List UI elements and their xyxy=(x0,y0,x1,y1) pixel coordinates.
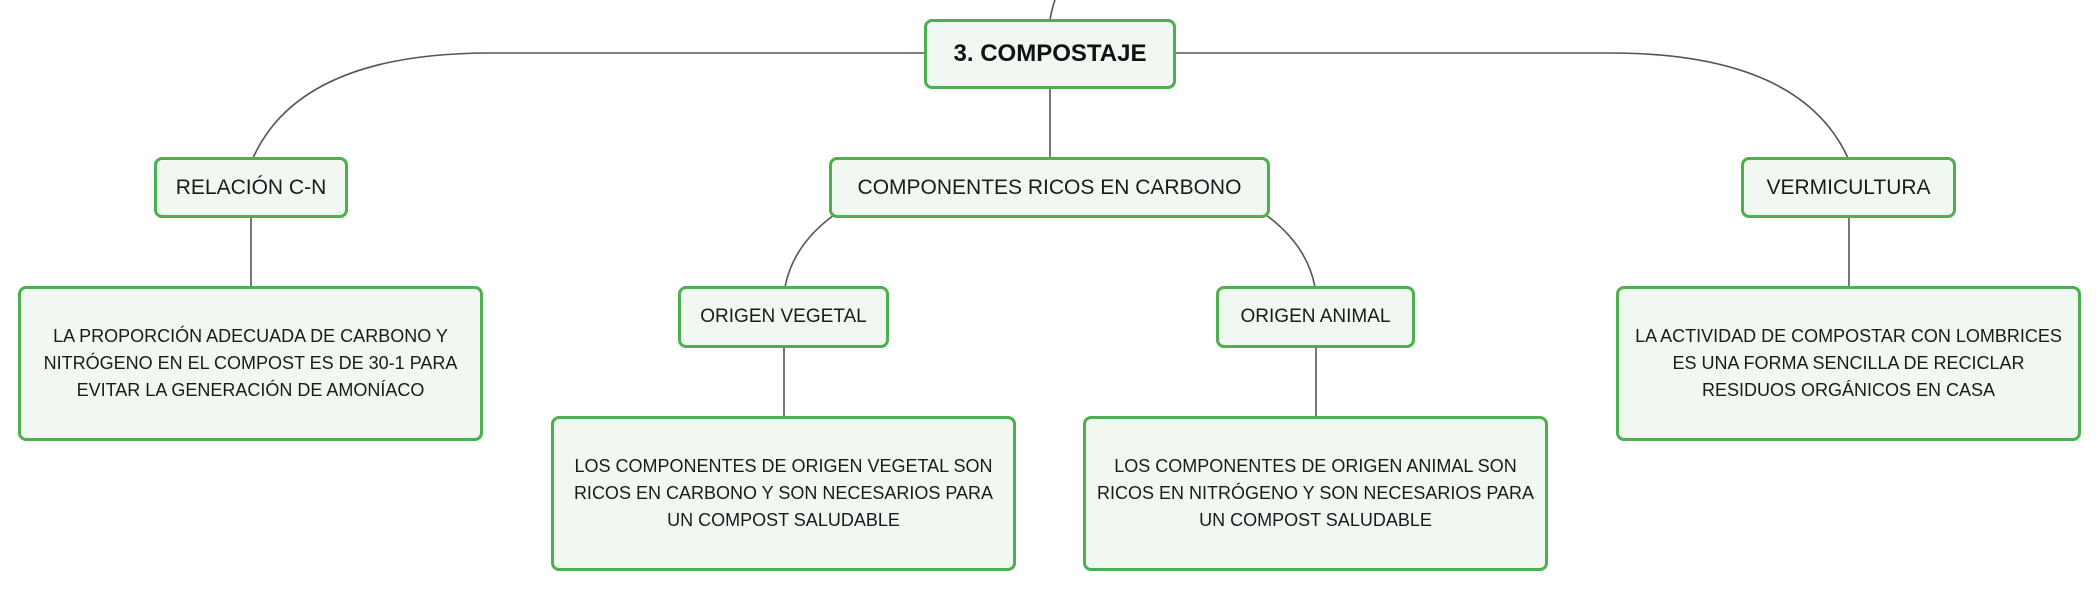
vermicultura-label: VERMICULTURA xyxy=(1766,175,1931,199)
origen-vegetal-label: ORIGEN VEGETAL xyxy=(700,306,867,327)
root-node[interactable]: 3. COMPOSTAJE xyxy=(924,19,1176,89)
relacion-description: LA PROPORCIÓN ADECUADA DE CARBONO Y NITR… xyxy=(43,326,458,400)
node-origen-animal[interactable]: ORIGEN ANIMAL xyxy=(1216,286,1415,348)
node-relacion-c-n[interactable]: RELACIÓN C-N xyxy=(154,157,348,218)
origen-animal-label: ORIGEN ANIMAL xyxy=(1240,306,1391,327)
node-origen-vegetal[interactable]: ORIGEN VEGETAL xyxy=(678,286,889,348)
origen-vegetal-description: LOS COMPONENTES DE ORIGEN VEGETAL SON RI… xyxy=(573,456,994,530)
connector-componentes-to-animal xyxy=(1265,214,1316,288)
node-vermicultura[interactable]: VERMICULTURA xyxy=(1741,157,1956,218)
componentes-label: COMPONENTES RICOS EN CARBONO xyxy=(857,175,1242,199)
node-relacion-description[interactable]: LA PROPORCIÓN ADECUADA DE CARBONO Y NITR… xyxy=(18,286,483,441)
connector-parent-to-root xyxy=(1049,0,1056,21)
connector-root-to-relacion xyxy=(252,52,925,159)
node-vermicultura-description[interactable]: LA ACTIVIDAD DE COMPOSTAR CON LOMBRICES … xyxy=(1616,286,2081,441)
root-label: 3. COMPOSTAJE xyxy=(953,40,1147,67)
node-componentes-ricos-en-carbono[interactable]: COMPONENTES RICOS EN CARBONO xyxy=(829,157,1270,218)
origen-animal-description: LOS COMPONENTES DE ORIGEN ANIMAL SON RIC… xyxy=(1096,456,1535,530)
vermicultura-description: LA ACTIVIDAD DE COMPOSTAR CON LOMBRICES … xyxy=(1635,326,2062,400)
connector-root-to-vermicultura xyxy=(1175,52,1849,159)
relacion-label: RELACIÓN C-N xyxy=(175,175,327,199)
connector-componentes-to-vegetal xyxy=(784,214,835,288)
node-origen-vegetal-description[interactable]: LOS COMPONENTES DE ORIGEN VEGETAL SON RI… xyxy=(551,416,1016,571)
node-origen-animal-description[interactable]: LOS COMPONENTES DE ORIGEN ANIMAL SON RIC… xyxy=(1083,416,1548,571)
